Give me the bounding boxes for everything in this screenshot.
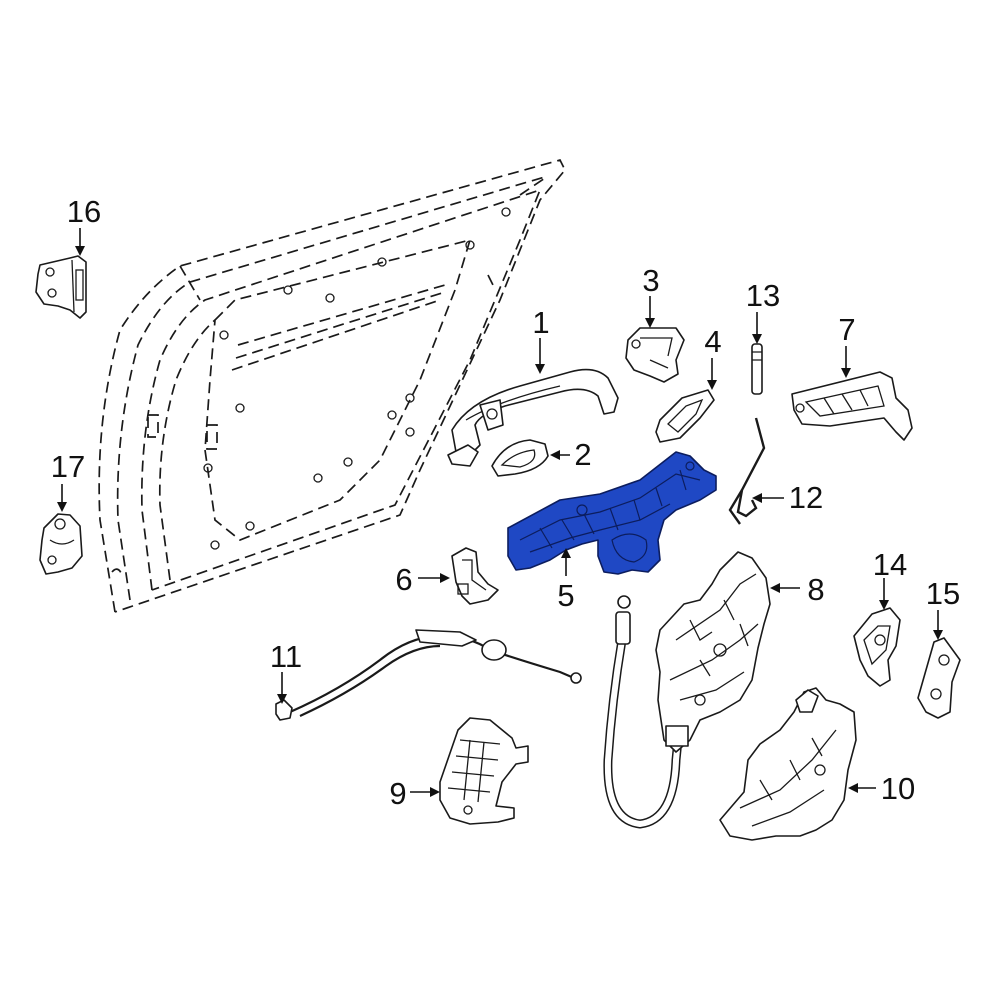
callout-16: 16 (67, 194, 101, 229)
lock-housing (719, 687, 857, 841)
handle-bracket-highlighted (507, 451, 717, 575)
callout-3: 3 (642, 263, 659, 298)
callout-7: 7 (838, 312, 855, 347)
lock-cable-sheath (603, 595, 683, 829)
callout-1: 1 (532, 305, 549, 340)
handle-cap (625, 327, 685, 383)
callout-6: 6 (395, 562, 412, 597)
callout-8: 8 (807, 572, 824, 607)
lower-hinge (39, 513, 83, 575)
callout-14: 14 (873, 547, 907, 582)
handle-gasket (655, 389, 715, 443)
callout-leaders (57, 228, 943, 797)
callout-15: 15 (926, 576, 960, 611)
striker-plate (917, 637, 961, 719)
door-lock-actuator (655, 551, 771, 753)
callout-4: 4 (704, 324, 721, 359)
outer-door-handle (447, 368, 619, 467)
striker-bracket (853, 607, 901, 687)
callout-13: 13 (746, 278, 780, 313)
lock-cover-pad (439, 717, 529, 825)
callout-labels: 16 17 1 2 3 4 13 7 12 5 6 8 9 10 11 14 1… (51, 194, 960, 811)
callout-2: 2 (574, 437, 591, 472)
callout-17: 17 (51, 449, 85, 484)
callout-12: 12 (789, 480, 823, 515)
callout-5: 5 (557, 578, 574, 613)
callout-10: 10 (881, 771, 915, 806)
handle-carrier (791, 371, 913, 441)
callout-11: 11 (270, 639, 302, 674)
link-rod (728, 417, 766, 525)
retainer-clip (451, 547, 499, 605)
release-cable (275, 629, 582, 721)
handle-bezel (491, 439, 549, 477)
callout-9: 9 (389, 776, 406, 811)
door-frame-outline (98, 158, 567, 613)
lock-rod (751, 343, 763, 395)
upper-hinge (35, 255, 87, 319)
